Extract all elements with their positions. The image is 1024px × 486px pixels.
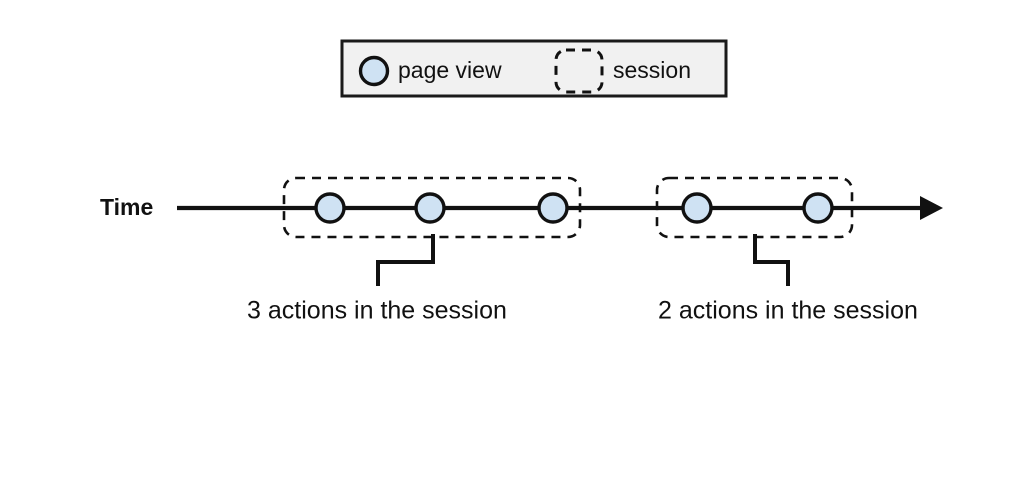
page-view-node[interactable] (314, 192, 346, 224)
session-2-leader-line (753, 234, 790, 286)
session-1-caption: 3 actions in the session (247, 297, 507, 325)
time-axis-label: Time (100, 194, 153, 220)
legend-item-page-view: page view (358, 55, 502, 87)
session-1-group[interactable]: 3 actions in the session (247, 176, 582, 325)
session-2-caption: 2 actions in the session (658, 297, 918, 325)
legend: page view session (340, 39, 728, 98)
page-view-node[interactable] (414, 192, 446, 224)
legend-item-session: session (554, 48, 691, 94)
arrow-right-icon (920, 196, 943, 220)
page-view-node[interactable] (681, 192, 713, 224)
legend-item-label: page view (398, 57, 502, 83)
page-view-node[interactable] (802, 192, 834, 224)
dashed-rounded-rect-icon (554, 48, 604, 94)
legend-item-label: session (613, 57, 691, 83)
legend-container (340, 39, 728, 98)
page-view-node[interactable] (537, 192, 569, 224)
session-2-group[interactable]: 2 actions in the session (655, 176, 918, 325)
circle-icon (358, 55, 390, 87)
session-1-leader-line (376, 234, 435, 286)
